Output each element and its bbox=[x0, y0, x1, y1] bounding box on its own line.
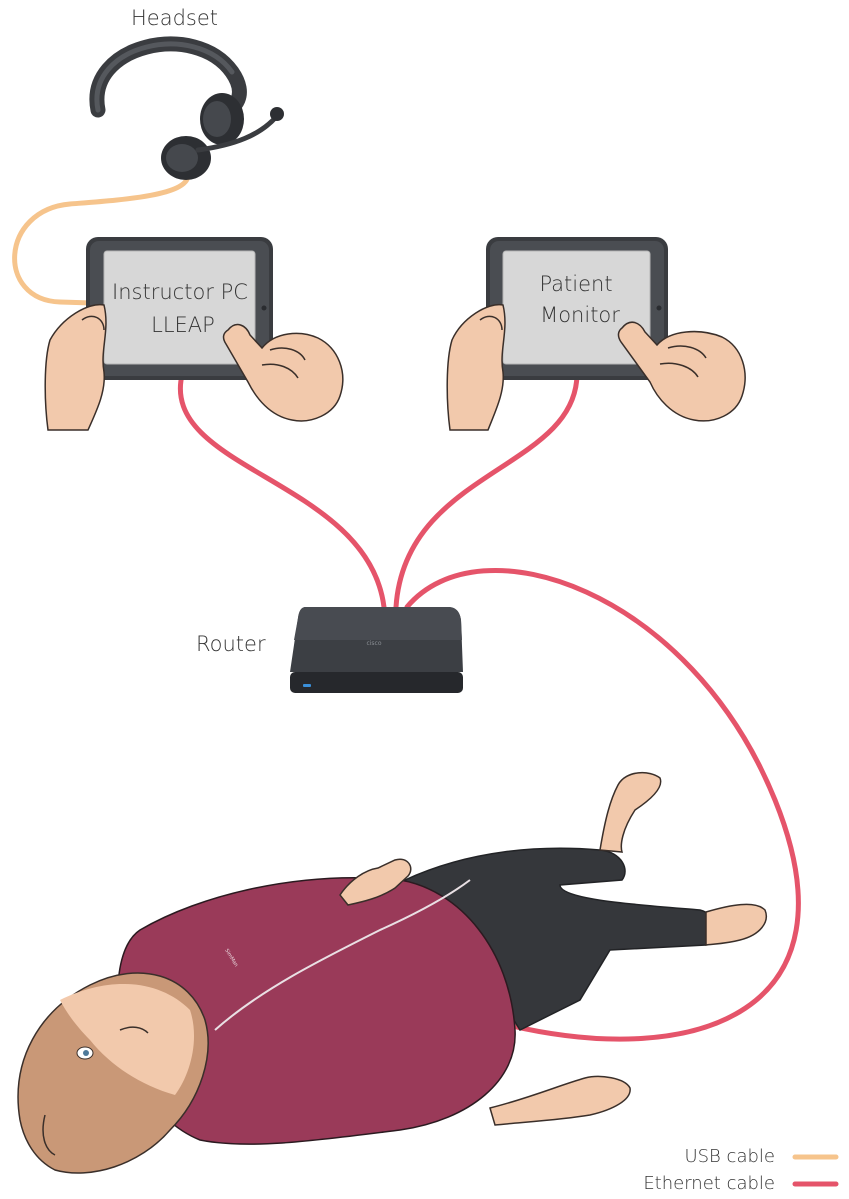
router-label: Router bbox=[196, 632, 266, 656]
monitor-label: Monitor bbox=[540, 303, 620, 327]
headset-label: Headset bbox=[131, 6, 218, 30]
legend-usb-label: USB cable bbox=[684, 1146, 775, 1167]
instructor-pc-tablet: Instructor PC LLEAP bbox=[45, 237, 343, 430]
instructor-pc-label: Instructor PC bbox=[112, 280, 248, 304]
lleap-label: LLEAP bbox=[151, 313, 215, 337]
patient-label: Patient bbox=[539, 272, 612, 296]
manikin-illustration: SimMan bbox=[18, 773, 766, 1173]
router-icon: cisco bbox=[290, 607, 463, 693]
legend-ethernet-label: Ethernet cable bbox=[643, 1173, 775, 1194]
headset-icon bbox=[97, 44, 284, 180]
patient-monitor-tablet: Patient Monitor bbox=[447, 237, 745, 430]
legend: USB cable Ethernet cable bbox=[643, 1146, 836, 1194]
router-brand-logo: cisco bbox=[366, 640, 381, 647]
